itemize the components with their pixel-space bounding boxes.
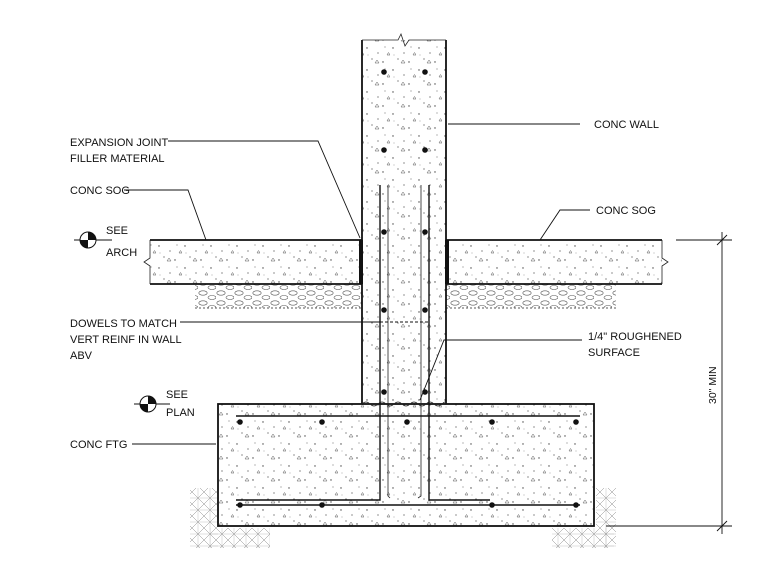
label-dowels-1: DOWELS TO MATCH (70, 318, 177, 330)
label-roughened-1: 1/4" ROUGHENED (588, 331, 682, 343)
label-conc-sog-left: CONC SOG (70, 185, 130, 197)
label-dowels-3: ABV (70, 350, 93, 362)
label-conc-ftg: CONC FTG (70, 439, 127, 451)
dowels (236, 185, 490, 501)
label-roughened-2: SURFACE (588, 347, 640, 359)
label-expansion-joint-2: FILLER MATERIAL (70, 153, 165, 165)
label-conc-sog-right: CONC SOG (596, 205, 656, 217)
label-min-depth: 30" MIN (707, 366, 719, 404)
slab-on-grade-left (143, 239, 362, 285)
label-see-plan-1: SEE (166, 389, 188, 401)
label-dowels-2: VERT REINF IN WALL (70, 334, 182, 346)
label-see-arch-2: ARCH (106, 247, 137, 259)
elevation-marker-plan (134, 395, 170, 413)
expansion-joint-filler-right (445, 240, 449, 284)
footing-rebar (236, 415, 580, 508)
label-conc-wall: CONC WALL (594, 119, 659, 131)
label-expansion-joint-1: EXPANSION JOINT (70, 137, 168, 149)
gravel-base (195, 284, 616, 309)
earth-hatch (190, 488, 616, 548)
elevation-marker-arch (74, 231, 112, 249)
expansion-joint-filler (359, 240, 363, 284)
label-see-plan-2: PLAN (166, 407, 195, 419)
slab-on-grade-right (446, 239, 669, 285)
label-see-arch-1: SEE (106, 225, 128, 237)
concrete-wall (361, 32, 447, 407)
leader-lines (124, 123, 732, 534)
